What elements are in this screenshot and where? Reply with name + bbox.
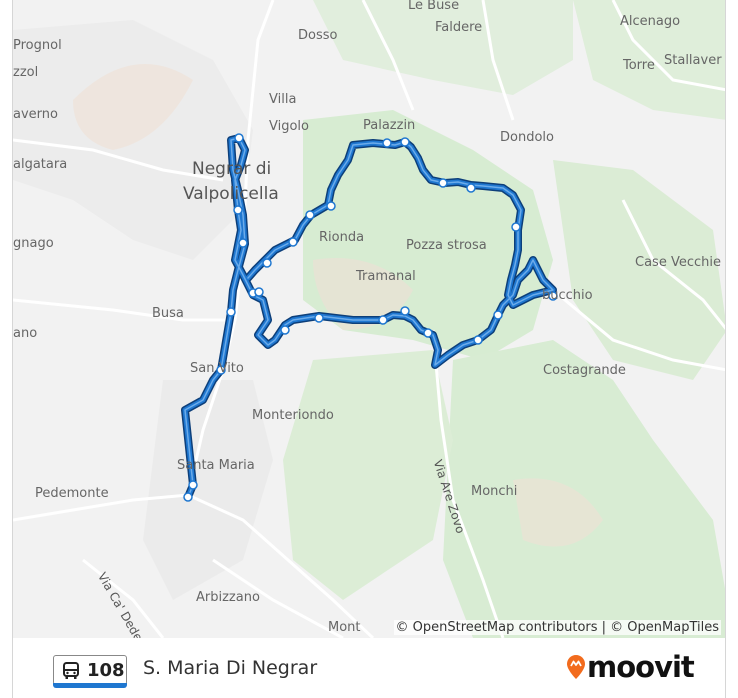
route-footer: 108 S. Maria Di Negrar moovit [13,638,725,698]
bus-stops [183,133,558,502]
route-number: 108 [87,660,125,681]
place-label: Busa [152,306,184,321]
place-label: Vigolo [269,119,309,134]
place-label: ano [13,326,38,341]
place-label: Arbizzano [196,590,260,605]
place-label: Palazzin [363,118,416,133]
map-pin-icon [567,655,585,679]
place-label: averno [13,107,58,122]
place-label: Le Buse [408,0,460,13]
place-label: Stallaver [664,53,722,68]
map[interactable]: Le Buse Alcenago Prognol Dosso Faldere z… [13,0,725,644]
route-badge: 108 [53,655,127,688]
place-label: bucchio [542,288,593,303]
town-label: Negrar di [192,159,272,179]
place-label: Villa [269,92,297,107]
route-color-bar [53,683,127,688]
place-label: Pedemonte [35,486,109,501]
place-label: algatara [13,157,68,172]
landuse-layer [13,0,725,638]
map-canvas [13,0,725,638]
road-layer [13,0,725,638]
place-label: Dondolo [500,130,554,145]
place-label: Prognol [13,38,62,53]
map-widget: Le Buse Alcenago Prognol Dosso Faldere z… [12,0,726,698]
place-label: gnago [13,236,54,251]
place-label: Monteriondo [252,408,334,423]
place-label: Torre [623,58,655,73]
place-label: Monchi [471,484,518,499]
place-label: Dosso [298,28,338,43]
place-label: Alcenago [620,14,681,29]
place-label: Tramanal [356,269,416,284]
moovit-logo[interactable]: moovit [567,650,695,684]
place-label: San Vito [190,361,244,376]
place-label: Costagrande [543,363,626,378]
map-attribution[interactable]: © OpenStreetMap contributors | © OpenMap… [393,620,721,635]
place-label: Mont [328,620,361,635]
place-label: Pozza strosa [406,238,487,253]
town-label: Valpolicella [183,184,279,204]
route-name: S. Maria Di Negrar [143,657,318,679]
bus-icon [63,662,79,679]
place-label: Case Vecchie [635,255,721,270]
place-label: Rionda [319,230,365,245]
place-label: Faldere [435,20,483,35]
logo-text: moovit [587,650,695,684]
place-label: zzol [13,65,39,80]
place-label: Santa Maria [177,458,255,473]
